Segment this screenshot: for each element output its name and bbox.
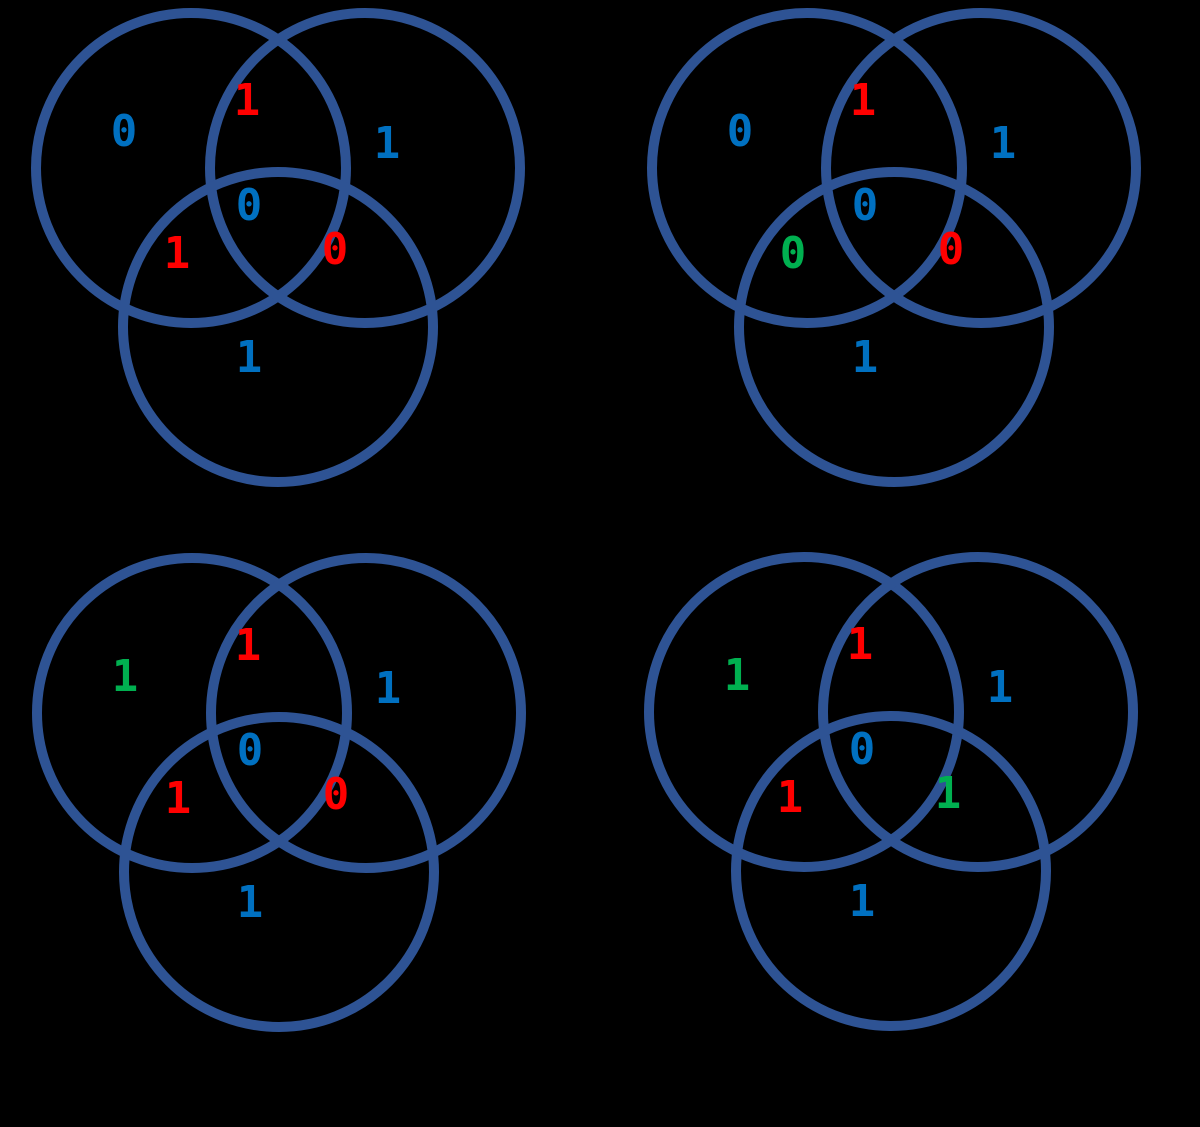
venn-circle-upper-left bbox=[647, 8, 967, 328]
region-value-right: 1 bbox=[373, 118, 401, 169]
venn-circle-bottom bbox=[731, 711, 1051, 1031]
venn-circle-bottom bbox=[118, 167, 438, 487]
region-value-top: 1 bbox=[234, 620, 262, 671]
region-value-right: 1 bbox=[374, 663, 402, 714]
venn-circle-upper-right bbox=[205, 8, 525, 328]
venn-diagram-bottom-right: 1 1 1 0 1 1 1 bbox=[644, 552, 1138, 1037]
region-value-center: 0 bbox=[848, 724, 876, 775]
venn-circle-upper-left bbox=[32, 553, 352, 873]
region-value-center: 0 bbox=[236, 725, 264, 776]
region-value-bottom-left: 1 bbox=[776, 772, 804, 823]
region-value-bottom-left: 1 bbox=[163, 228, 191, 279]
venn-diagram-bottom-left: 1 1 1 0 1 0 1 bbox=[32, 553, 526, 1038]
region-value-bottom-right: 1 bbox=[934, 768, 962, 819]
region-value-bottom-right: 0 bbox=[321, 224, 349, 275]
venn-diagram-top-right: 0 1 1 0 0 0 1 bbox=[647, 8, 1141, 493]
venn-circle-upper-left bbox=[644, 552, 964, 872]
region-value-left: 0 bbox=[110, 106, 138, 157]
region-value-top: 1 bbox=[849, 75, 877, 126]
venn-circle-upper-right bbox=[818, 552, 1138, 872]
region-value-bottom-right: 0 bbox=[937, 224, 965, 275]
venn-circle-bottom bbox=[734, 167, 1054, 487]
region-value-left: 0 bbox=[726, 106, 754, 157]
region-value-top: 1 bbox=[233, 75, 261, 126]
region-value-bottom: 1 bbox=[235, 332, 263, 383]
region-value-right: 1 bbox=[986, 662, 1014, 713]
region-value-bottom-left: 0 bbox=[779, 228, 807, 279]
region-value-bottom: 1 bbox=[851, 332, 879, 383]
venn-circle-bottom bbox=[119, 712, 439, 1032]
region-value-bottom-right: 0 bbox=[322, 769, 350, 820]
venn-circles-svg bbox=[31, 8, 525, 487]
region-value-left: 1 bbox=[723, 650, 751, 701]
region-value-center: 0 bbox=[235, 180, 263, 231]
venn-circles-svg bbox=[644, 552, 1138, 1031]
region-value-bottom-left: 1 bbox=[164, 773, 192, 824]
venn-circle-upper-right bbox=[206, 553, 526, 873]
venn-diagram-top-left: 0 1 1 0 1 0 1 bbox=[31, 8, 525, 493]
region-value-bottom: 1 bbox=[236, 877, 264, 928]
venn-circle-upper-right bbox=[821, 8, 1141, 328]
region-value-bottom: 1 bbox=[848, 876, 876, 927]
venn-circles-svg bbox=[647, 8, 1141, 487]
region-value-center: 0 bbox=[851, 180, 879, 231]
venn-circle-upper-left bbox=[31, 8, 351, 328]
region-value-right: 1 bbox=[989, 118, 1017, 169]
region-value-top: 1 bbox=[846, 619, 874, 670]
venn-circles-svg bbox=[32, 553, 526, 1032]
region-value-left: 1 bbox=[111, 651, 139, 702]
